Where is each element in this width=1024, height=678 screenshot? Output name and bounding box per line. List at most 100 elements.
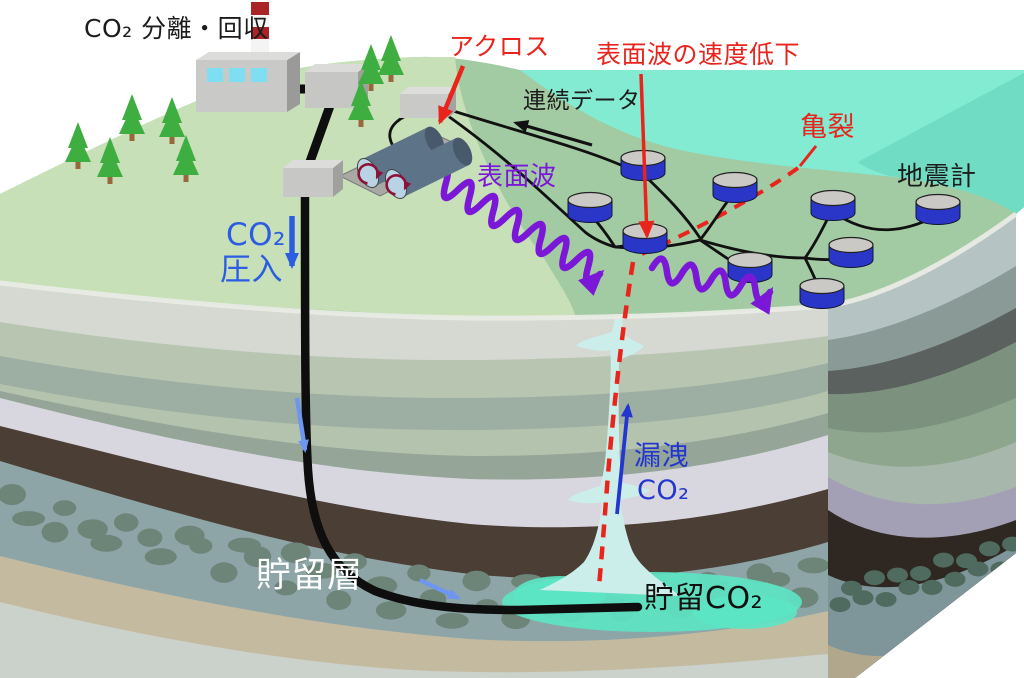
pebble: [342, 553, 367, 571]
wellhead-front: [283, 168, 333, 197]
surface-wave-arrow-1: [430, 164, 605, 296]
leak-co2-label-line1: 漏洩: [634, 441, 689, 472]
pebble: [280, 542, 311, 563]
across-label: アクロス: [449, 32, 550, 61]
wellhead-roof: [283, 160, 343, 168]
pebble: [852, 590, 874, 606]
pebble: [243, 546, 272, 568]
pebble: [875, 592, 897, 607]
unit-front: [305, 72, 358, 108]
pebble: [898, 580, 920, 595]
co2-capture-label: CO₂ 分離・回収: [84, 14, 269, 43]
factory-window: [251, 68, 267, 82]
pebble: [90, 534, 123, 552]
tree-icon: [348, 80, 374, 127]
injection-pipe: [300, 192, 643, 615]
pebble: [375, 601, 407, 620]
stored-co2-blob-3: [693, 595, 797, 629]
pebble: [435, 612, 469, 629]
pebble: [326, 590, 352, 610]
ground-surface: [0, 56, 1024, 321]
leak-plume: [540, 283, 680, 596]
vibrator-cylinder-icon: [384, 137, 473, 199]
tree-icon: [97, 137, 123, 184]
chimney-icon: [251, 2, 269, 53]
seismometer-cylinder-icon: [622, 222, 668, 254]
injection-well: [294, 192, 643, 615]
pebble: [797, 557, 828, 574]
vibrator-cylinder-icon: [356, 126, 445, 188]
crack-underground: [596, 261, 636, 587]
across-label-arrow: [437, 65, 466, 125]
trees: [65, 35, 404, 184]
wellhead-side: [333, 160, 343, 197]
seismometer-cylinder-icon: [712, 171, 758, 203]
across-source: [338, 126, 473, 199]
pebble: [407, 564, 431, 582]
pebble: [12, 511, 46, 527]
tree-icon: [378, 35, 404, 82]
crack-label: 亀裂: [800, 112, 855, 143]
pebble: [967, 561, 989, 577]
surface-wave-slowdown-label: 表面波の速度低下: [596, 40, 801, 69]
surface-sea-teal: [520, 70, 1024, 214]
pebble: [979, 541, 1000, 557]
pebble: [305, 562, 338, 579]
slowdown-label-arrow: [638, 73, 655, 239]
factory-front: [196, 60, 287, 112]
factory-side: [287, 52, 300, 112]
pebble: [77, 519, 108, 539]
pebble: [144, 548, 177, 566]
right-cross-section: [828, 214, 1016, 678]
unit-roof: [305, 64, 368, 72]
seismometer-cylinder-icon: [567, 191, 613, 223]
leak-co2-arrow: [615, 403, 633, 515]
factory-window: [229, 68, 245, 82]
continuous-data-arrow: [513, 120, 593, 147]
recorder-hut: [400, 87, 456, 118]
pebble: [933, 552, 954, 568]
pebble: [113, 513, 139, 532]
wellhead: [283, 160, 343, 197]
tree-icon: [173, 135, 199, 182]
front-cross-section: [0, 283, 828, 678]
reservoir-layer-label: 貯留層: [256, 556, 363, 596]
pebble: [990, 561, 1012, 577]
seismometer-array: [567, 149, 961, 309]
seismometer-cylinder-icon: [915, 193, 961, 225]
pebble: [210, 562, 238, 583]
stored-co2-label: 貯留CO₂: [644, 581, 764, 616]
leak-co2-label-line2: CO₂: [637, 475, 690, 506]
co2-injection-label-line1: CO₂: [226, 217, 286, 253]
pebble: [910, 566, 931, 581]
surface-waves: [430, 164, 774, 315]
pebble: [41, 521, 69, 543]
seismometer-cylinder-icon: [828, 236, 874, 268]
seismometer-cylinder-icon: [810, 189, 856, 221]
pebble: [189, 537, 213, 554]
pebble: [944, 571, 966, 587]
pebble: [462, 570, 491, 592]
tree-icon: [65, 122, 91, 169]
pebble: [887, 567, 908, 583]
pebble: [766, 572, 791, 587]
layer-tan: [0, 556, 828, 678]
continuous-data-label: 連続データ: [523, 88, 641, 114]
stored-co2-plume-group: [502, 283, 802, 632]
cable: [449, 108, 633, 172]
factory: [196, 2, 300, 112]
pipe-flow-arrow-lateral: [419, 577, 461, 601]
pebble: [864, 570, 885, 586]
pebble: [137, 528, 163, 547]
pebble: [746, 563, 773, 585]
surface-wave-label: 表面波: [477, 162, 557, 192]
layer-bottom: [0, 602, 828, 678]
pipe-unit-to-wellhead: [302, 101, 336, 172]
factory-roof: [196, 52, 300, 60]
pebble: [0, 484, 26, 505]
tree-icon: [119, 94, 145, 141]
seismometer-label: 地震計: [897, 162, 977, 192]
pebble: [1002, 536, 1016, 552]
